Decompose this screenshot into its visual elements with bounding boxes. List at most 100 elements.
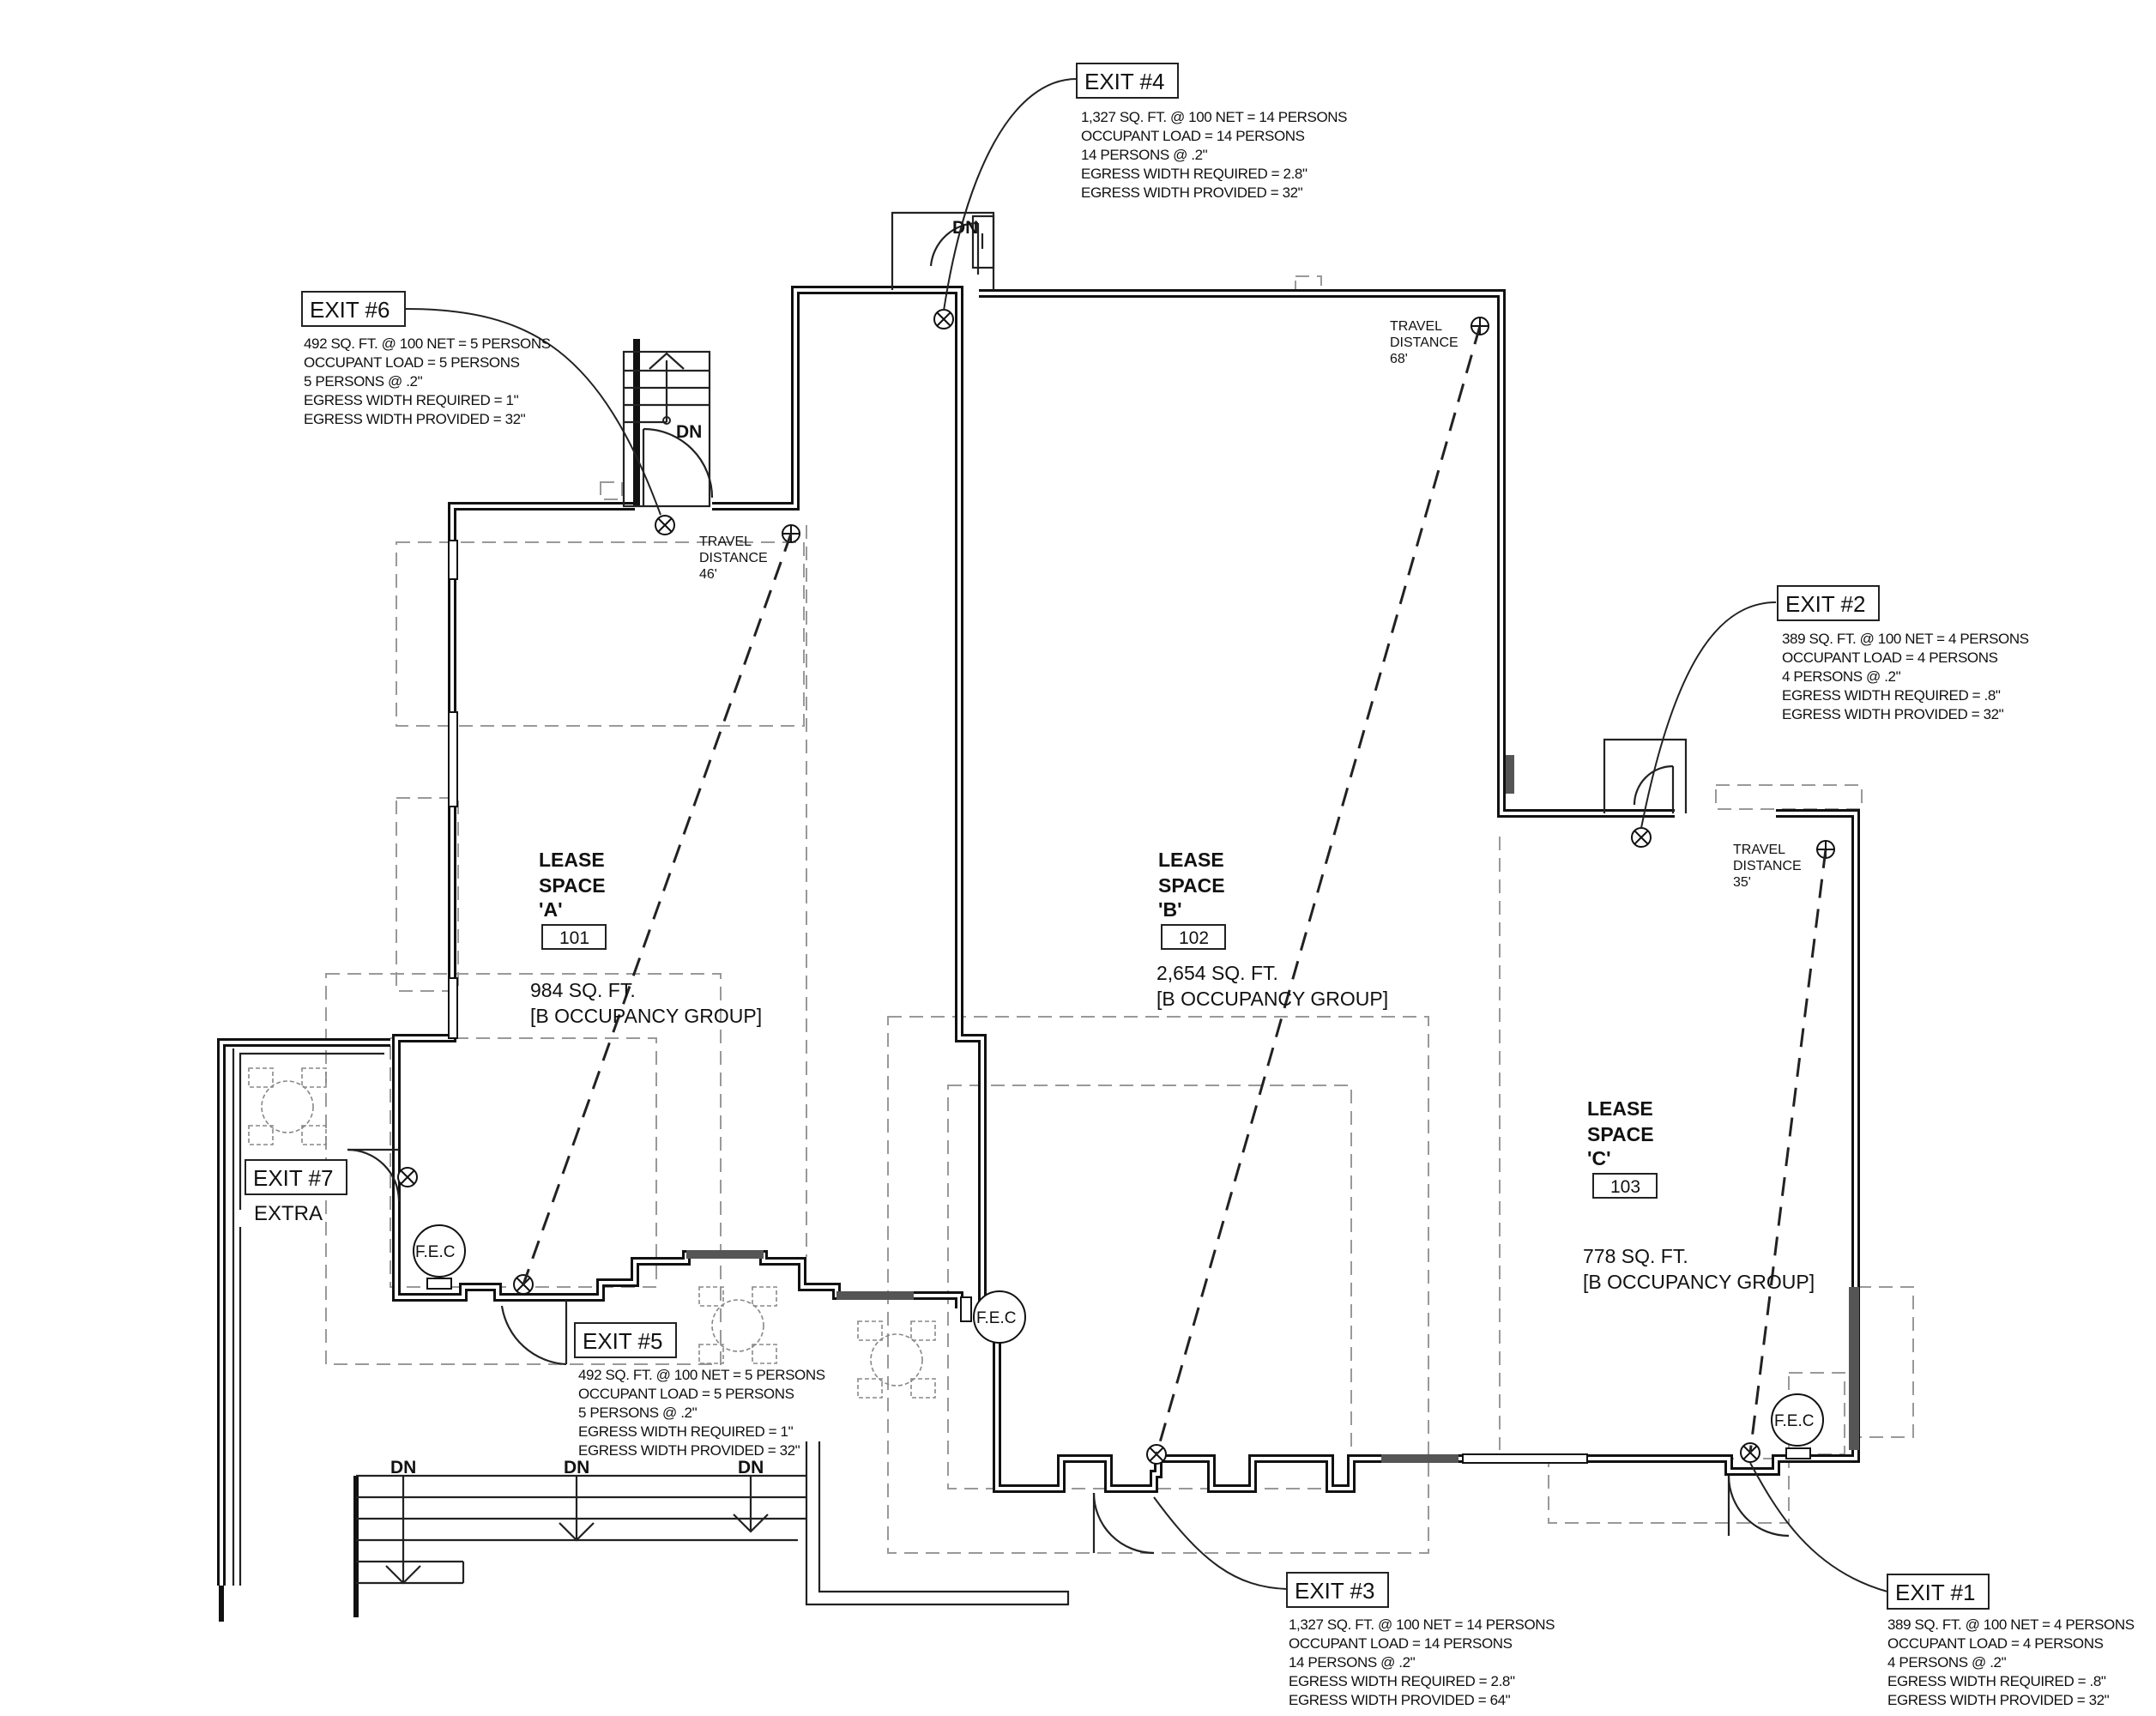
svg-text:'A': 'A' — [539, 898, 563, 921]
exit-title-box — [1887, 1574, 1990, 1610]
exit-note-6: EXIT #6 492 SQ. FT. @ 100 NET = 5 PERSON… — [301, 291, 551, 427]
travel-label-c: TRAVEL DISTANCE 35' — [1733, 843, 1802, 890]
svg-text:SPACE: SPACE — [539, 874, 606, 897]
exit-title: EXIT #1 — [1895, 1580, 1975, 1605]
exit-sign-icon — [655, 515, 675, 535]
room-number: 103 — [1610, 1177, 1640, 1197]
svg-text:LEASE: LEASE — [1158, 849, 1224, 871]
exit-note-5: EXIT #5 492 SQ. FT. @ 100 NET = 5 PERSON… — [574, 1322, 825, 1459]
exit-title-box — [1286, 1572, 1389, 1608]
svg-text:4 PERSONS @ .2": 4 PERSONS @ .2" — [1887, 1654, 2007, 1671]
dn-label: DN — [564, 1458, 589, 1477]
svg-text:68': 68' — [1390, 352, 1408, 366]
svg-text:EGRESS WIDTH PROVIDED = 32": EGRESS WIDTH PROVIDED = 32" — [304, 411, 526, 427]
travel-label-b: TRAVEL DISTANCE 68' — [1390, 319, 1458, 366]
exit-title: EXIT #7 — [253, 1165, 333, 1191]
exit-extra-label: EXTRA — [254, 1202, 323, 1225]
furniture — [248, 1067, 936, 1399]
svg-text:F.E.C: F.E.C — [415, 1243, 455, 1261]
exit-title: EXIT #4 — [1084, 69, 1164, 94]
svg-text:EGRESS WIDTH REQUIRED = .8": EGRESS WIDTH REQUIRED = .8" — [1887, 1673, 2106, 1689]
fire-extinguisher-icon: F.E.C — [413, 1224, 466, 1290]
svg-text:EGRESS WIDTH REQUIRED = 1": EGRESS WIDTH REQUIRED = 1" — [304, 392, 519, 408]
dn-label: DN — [390, 1458, 416, 1477]
travel-paths — [522, 325, 1827, 1455]
exit-title-box — [1777, 585, 1880, 621]
exit-title-box — [1076, 63, 1179, 99]
svg-text:LEASE: LEASE — [1587, 1097, 1653, 1120]
svg-text:OCCUPANT LOAD = 14 PERSONS: OCCUPANT LOAD = 14 PERSONS — [1081, 128, 1305, 144]
lease-space-b: LEASE SPACE 'B' 102 2,654 SQ. FT. [B OCC… — [1157, 849, 1388, 1010]
occupancy-group: [B OCCUPANCY GROUP] — [1583, 1271, 1815, 1293]
travel-label-a: TRAVEL DISTANCE 46' — [699, 535, 768, 582]
svg-text:492 SQ. FT. @ 100 NET = 5 PERS: 492 SQ. FT. @ 100 NET = 5 PERSONS — [304, 335, 551, 352]
south-stairs: DN DN DN — [219, 1441, 1070, 1622]
svg-text:DISTANCE: DISTANCE — [1733, 859, 1802, 873]
exit-note-2: EXIT #2 389 SQ. FT. @ 100 NET = 4 PERSON… — [1777, 585, 2029, 722]
svg-text:F.E.C: F.E.C — [976, 1309, 1016, 1327]
svg-text:4 PERSONS @ .2": 4 PERSONS @ .2" — [1782, 668, 1901, 685]
space-area: 778 SQ. FT. — [1583, 1245, 1688, 1267]
svg-text:TRAVEL: TRAVEL — [1390, 319, 1442, 334]
svg-text:389 SQ. FT. @ 100 NET = 4 PERS: 389 SQ. FT. @ 100 NET = 4 PERSONS — [1887, 1616, 2135, 1633]
dn-label: DN — [676, 422, 702, 442]
svg-text:SPACE: SPACE — [1158, 874, 1225, 897]
occupancy-group: [B OCCUPANCY GROUP] — [1157, 988, 1388, 1010]
svg-text:TRAVEL: TRAVEL — [1733, 843, 1785, 857]
svg-text:F.E.C: F.E.C — [1774, 1412, 1814, 1430]
svg-text:14 PERSONS @ .2": 14 PERSONS @ .2" — [1081, 147, 1208, 163]
svg-text:EGRESS WIDTH PROVIDED = 32": EGRESS WIDTH PROVIDED = 32" — [1887, 1692, 2110, 1708]
exit-title-box — [301, 291, 406, 327]
door-swings — [347, 1148, 1790, 1555]
fire-extinguisher-icon: F.E.C — [960, 1290, 1026, 1344]
exit-title: EXIT #6 — [310, 297, 390, 323]
exit-title-box — [574, 1322, 677, 1358]
exit-sign-icon — [1631, 827, 1652, 848]
svg-text:'B': 'B' — [1158, 898, 1182, 921]
exterior-walls — [217, 286, 1860, 1586]
svg-text:EGRESS WIDTH REQUIRED = 2.8: EGRESS WIDTH REQUIRED = 2.8" — [1289, 1673, 1515, 1689]
svg-text:5 PERSONS @ .2": 5 PERSONS @ .2" — [578, 1405, 698, 1421]
svg-text:OCCUPANT LOAD = 5 PERSONS: OCCUPANT LOAD = 5 PERSONS — [304, 354, 520, 371]
svg-text:389 SQ. FT. @ 100 NET = 4 PERS: 389 SQ. FT. @ 100 NET = 4 PERSONS — [1782, 631, 2029, 647]
stair-exit4: DN — [891, 211, 995, 290]
svg-text:EGRESS WIDTH REQUIRED = .8": EGRESS WIDTH REQUIRED = .8" — [1782, 687, 2001, 704]
space-area: 984 SQ. FT. — [530, 979, 636, 1001]
dn-label: DN — [952, 218, 978, 238]
svg-text:EGRESS WIDTH REQUIRED = 2.8: EGRESS WIDTH REQUIRED = 2.8" — [1081, 166, 1307, 182]
svg-text:OCCUPANT LOAD = 14 PERSONS: OCCUPANT LOAD = 14 PERSONS — [1289, 1635, 1513, 1652]
occupancy-group: [B OCCUPANCY GROUP] — [530, 1005, 762, 1027]
exit-title-box — [245, 1159, 347, 1195]
space-area: 2,654 SQ. FT. — [1157, 962, 1278, 984]
svg-text:'C': 'C' — [1587, 1147, 1611, 1169]
svg-text:SPACE: SPACE — [1587, 1123, 1654, 1145]
svg-text:35': 35' — [1733, 875, 1751, 890]
svg-text:TRAVEL: TRAVEL — [699, 535, 752, 549]
svg-text:OCCUPANT LOAD = 4 PERSONS: OCCUPANT LOAD = 4 PERSONS — [1887, 1635, 2104, 1652]
exit-sign-icon — [933, 309, 954, 329]
fire-extinguishers: F.E.C F.E.C F.E.C — [413, 1224, 1824, 1459]
dn-label: DN — [738, 1458, 764, 1477]
svg-text:OCCUPANT LOAD = 4 PERSONS: OCCUPANT LOAD = 4 PERSONS — [1782, 650, 1998, 666]
svg-text:DISTANCE: DISTANCE — [1390, 335, 1458, 350]
lease-space-a: LEASE SPACE 'A' 101 984 SQ. FT. [B OCCUP… — [530, 849, 762, 1027]
svg-text:492 SQ. FT. @ 100 NET = 5 PERS: 492 SQ. FT. @ 100 NET = 5 PERSONS — [578, 1367, 825, 1383]
svg-text:EGRESS WIDTH REQUIRED = 1": EGRESS WIDTH REQUIRED = 1" — [578, 1423, 794, 1440]
exit-note-3: EXIT #3 1,327 SQ. FT. @ 100 NET = 14 PER… — [1286, 1572, 1555, 1708]
svg-text:EGRESS WIDTH PROVIDED = 32": EGRESS WIDTH PROVIDED = 32" — [578, 1442, 800, 1459]
svg-text:OCCUPANT LOAD = 5 PERSONS: OCCUPANT LOAD = 5 PERSONS — [578, 1386, 794, 1402]
exit-note-1: EXIT #1 389 SQ. FT. @ 100 NET = 4 PERSON… — [1887, 1574, 2135, 1708]
svg-text:LEASE: LEASE — [539, 849, 605, 871]
leader-lines — [405, 78, 1888, 1592]
svg-text:EGRESS WIDTH PROVIDED = 32": EGRESS WIDTH PROVIDED = 32" — [1081, 184, 1303, 201]
svg-text:EGRESS WIDTH PROVIDED = 64": EGRESS WIDTH PROVIDED = 64" — [1289, 1692, 1511, 1708]
exit-note-7: EXIT #7 EXTRA — [245, 1159, 347, 1225]
exit-note-4: EXIT #4 1,327 SQ. FT. @ 100 NET = 14 PER… — [1076, 63, 1348, 201]
exit-title: EXIT #2 — [1785, 591, 1865, 617]
room-number: 101 — [559, 928, 589, 948]
svg-text:1,327 SQ. FT. @ 100 NET = 14 P: 1,327 SQ. FT. @ 100 NET = 14 PERSONS — [1081, 109, 1347, 125]
exit-title: EXIT #3 — [1295, 1578, 1374, 1604]
svg-text:46': 46' — [699, 567, 717, 582]
stair-exit6: DN — [622, 350, 714, 508]
